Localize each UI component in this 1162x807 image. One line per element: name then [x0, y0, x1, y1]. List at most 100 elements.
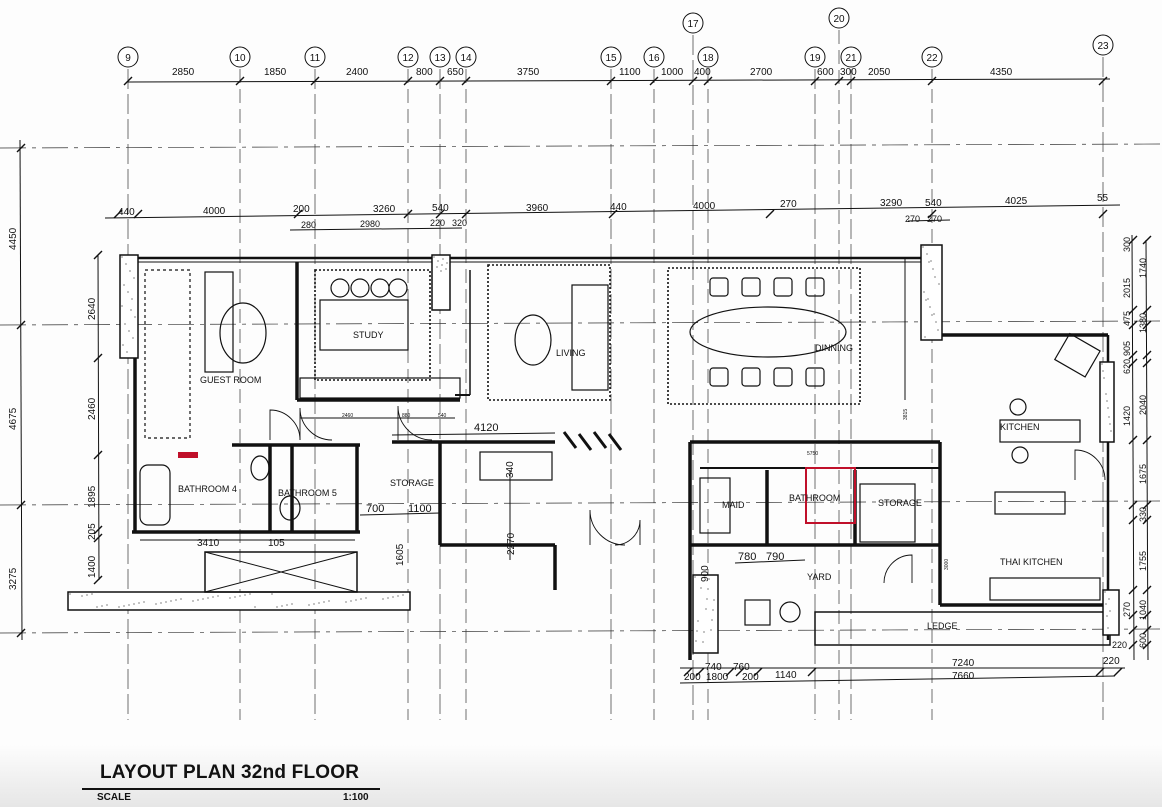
column — [920, 244, 943, 341]
walls — [67, 244, 1120, 660]
hatch-dot — [143, 601, 145, 603]
dining-chair — [805, 367, 825, 387]
room-label: LIVING — [556, 348, 586, 358]
dimension-label: 270 — [905, 214, 920, 224]
hatch-dot — [436, 266, 438, 268]
dimension-tick — [93, 250, 103, 260]
study-chair — [350, 278, 370, 298]
paper-shadow — [0, 745, 1162, 807]
hatch-dot — [1109, 610, 1111, 612]
dimension-tick — [703, 76, 713, 86]
dimension-tick — [725, 667, 735, 677]
hatch-dot — [138, 602, 140, 604]
hatch-dot — [345, 601, 347, 603]
dimension-label: 600 — [817, 67, 834, 78]
hatch-dot — [928, 261, 930, 263]
door-swing — [269, 409, 301, 441]
dimension-tick — [1142, 435, 1152, 445]
study-cabinet — [299, 377, 461, 399]
dimension-tick — [606, 76, 616, 86]
dimension-label: 700 — [366, 503, 384, 515]
dimension-label: 7660 — [952, 671, 975, 682]
hatch-dot — [1107, 627, 1109, 629]
hatch-dot — [106, 604, 108, 606]
hatch-dot — [127, 291, 129, 293]
hatch-dot — [433, 256, 435, 258]
dimension-tick — [403, 76, 413, 86]
dimension-label: 330 — [1138, 507, 1148, 522]
hatch-dot — [123, 284, 125, 286]
dimension-tick — [16, 500, 26, 510]
hatch-dot — [133, 603, 135, 605]
hatch-dot — [930, 260, 932, 262]
grid-bubble — [840, 46, 862, 68]
dimension-tick — [834, 76, 844, 86]
dimension-label: 1895 — [87, 485, 98, 508]
hatch-dot — [118, 606, 120, 608]
hatch-dot — [175, 599, 177, 601]
dimension-tick — [1142, 625, 1152, 635]
hob — [994, 491, 1066, 515]
dimension-tick — [1128, 235, 1138, 245]
dimension-tick — [1128, 435, 1138, 445]
dimension-label: 270 — [780, 199, 797, 210]
dimension-label: 220 — [430, 218, 445, 228]
dimension-label: 3410 — [197, 538, 220, 549]
dimension-label: 55 — [1097, 193, 1109, 204]
dimension-label: 220 — [1103, 656, 1120, 667]
grid-label: 15 — [605, 53, 617, 64]
dimension-tick — [649, 76, 659, 86]
dimension-line — [359, 512, 441, 516]
dimension-label: 1800 — [706, 672, 729, 683]
dining-chair — [805, 277, 825, 297]
grid-bubble — [643, 46, 665, 68]
room-label: YARD — [807, 572, 832, 582]
grid-bubble — [117, 46, 139, 68]
dimension-tick — [403, 209, 413, 219]
study-desk — [319, 299, 409, 351]
column — [119, 254, 139, 359]
dimension-label: 1100 — [408, 503, 432, 515]
bathroom-highlight — [805, 467, 856, 524]
grid-bubble — [697, 46, 719, 68]
kitchen-island — [999, 419, 1081, 443]
grid-bubble — [682, 12, 704, 34]
dimension-line — [391, 432, 556, 436]
hatch-dot — [323, 601, 325, 603]
dimension-label: 3750 — [517, 67, 540, 78]
hatch-dot — [935, 321, 937, 323]
room-label: THAI KITCHEN — [1000, 557, 1063, 567]
hatch-dot — [91, 593, 93, 595]
dimension-label: 800 — [416, 67, 433, 78]
hatch-dot — [350, 600, 352, 602]
hatch-dot — [708, 578, 710, 580]
hatch-dot — [239, 595, 241, 597]
dimension-label: 220 — [1112, 640, 1127, 650]
dining-chair — [773, 367, 793, 387]
dimension-label: 7240 — [952, 658, 975, 669]
dimension-label: 900 — [700, 565, 711, 582]
dimension-label: 1040 — [1138, 600, 1148, 620]
dimension-tick — [1128, 610, 1138, 620]
grid-label: 17 — [687, 19, 699, 30]
dimension-label: 2460 — [87, 397, 98, 420]
dimension-tick — [113, 209, 123, 219]
hatch-dot — [931, 314, 933, 316]
dining-chair — [741, 277, 761, 297]
study-chair — [370, 278, 390, 298]
dimension-tick — [608, 209, 618, 219]
scale-label: SCALE — [97, 792, 131, 803]
plant — [577, 433, 593, 451]
void-cross — [204, 551, 358, 593]
hatch-dot — [440, 270, 442, 272]
dimension-label: 5750 — [807, 451, 818, 457]
hatch-dot — [441, 264, 443, 266]
hatch-dot — [365, 597, 367, 599]
hatch-dot — [202, 598, 204, 600]
maid-bed — [699, 477, 731, 534]
room-label: STUDY — [353, 330, 384, 340]
hatch-dot — [123, 605, 125, 607]
dimension-label: 200 — [742, 672, 759, 683]
grid-label: 10 — [234, 53, 246, 64]
dimension-tick — [1142, 500, 1152, 510]
